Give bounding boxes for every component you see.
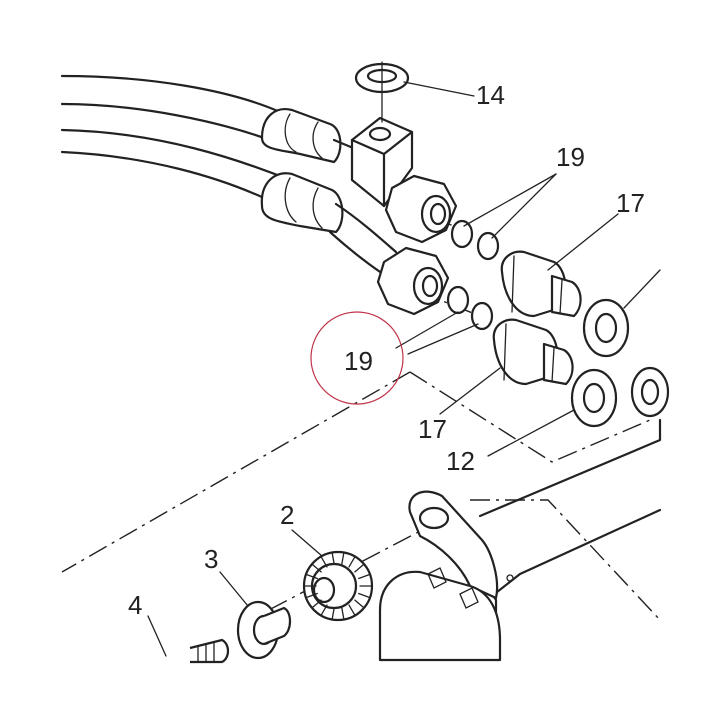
callout-19-upper: 19 [556, 142, 585, 172]
gear-tooth [320, 604, 328, 617]
gear-tooth [348, 604, 356, 617]
spacer-3 [236, 600, 292, 660]
callout-2: 2 [280, 500, 294, 530]
nut-fitting-lower [376, 246, 450, 316]
callout-3: 3 [204, 544, 218, 574]
gear-tooth [358, 592, 371, 599]
gear-tooth [341, 607, 345, 621]
callout-19-lower: 19 [344, 346, 373, 376]
adapter-fitting-17-lower [492, 318, 574, 386]
gear-2 [302, 550, 374, 622]
gear-tooth [320, 555, 328, 568]
leader-lines [147, 81, 661, 657]
gear-tooth [354, 599, 365, 609]
callout-17-upper: 17 [616, 188, 645, 218]
highlight-circle [310, 311, 404, 405]
gear-tooth [354, 563, 365, 573]
gear-tooth [305, 592, 318, 599]
banjo-block [350, 116, 414, 208]
gear-tooth [358, 573, 371, 580]
gear-tooth [341, 551, 345, 565]
washer-14 [354, 61, 410, 123]
gear-tooth [331, 551, 335, 565]
bolt-4 [189, 638, 230, 664]
housing-frame [378, 418, 662, 662]
callout-17-lower: 17 [418, 414, 447, 444]
o-rings-19 [446, 219, 500, 331]
sealing-washers-12 [570, 298, 670, 428]
gear-tooth [311, 599, 322, 609]
gear-tooth [331, 607, 335, 621]
nut-fitting-upper [384, 174, 458, 244]
callout-12: 12 [446, 446, 475, 476]
callout-4: 4 [128, 590, 142, 620]
callout-labels: 14 19 17 19 17 12 2 3 4 [128, 80, 645, 620]
adapter-fitting-17-upper [500, 250, 582, 318]
gear-tooth [305, 573, 318, 580]
hose-upper [60, 74, 360, 164]
gear-tooth [348, 555, 356, 568]
gear-tooth [311, 563, 322, 573]
hose-middle [60, 128, 398, 278]
callout-14: 14 [476, 80, 505, 110]
